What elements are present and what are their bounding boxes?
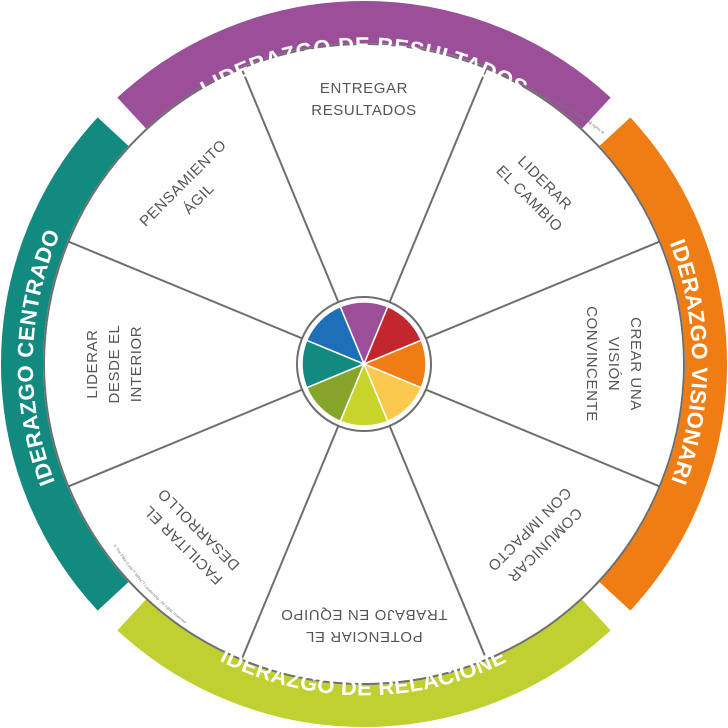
segment-label-line: LIDERAR: [84, 329, 101, 398]
ring-band-centrado: [0, 117, 129, 611]
ring-band-resultados: [117, 0, 611, 129]
segment-divider: [67, 240, 311, 343]
segment-dividers: [67, 67, 661, 661]
color-hub: [296, 296, 432, 432]
segment-divider: [385, 417, 488, 661]
segment-label-line: DESDE EL: [106, 325, 123, 404]
segment-liderar-interior: LIDERAR DESDE EL INTERIOR: [84, 325, 145, 404]
segment-divider: [417, 240, 661, 343]
ring-band-visionario: [599, 117, 728, 611]
segment-divider: [67, 385, 311, 488]
segment-label-line: CREAR UNA: [627, 317, 644, 411]
segment-crear-vision: CREAR UNA VISIÓN CONVINCENTE: [583, 306, 644, 422]
segment-label-line: RESULTADOS: [311, 102, 416, 119]
segment-divider: [385, 67, 488, 311]
segment-divider: [240, 417, 343, 661]
ring-band-relaciones: [117, 599, 611, 728]
segment-divider: [417, 385, 661, 488]
segment-label-line: TRABAJO EN EQUIPO: [281, 606, 448, 623]
segment-divider: [240, 67, 343, 311]
hub-slice-blue: [305, 305, 366, 366]
segment-label-line: CONVINCENTE: [583, 306, 600, 422]
segment-label-line: VISIÓN: [605, 337, 622, 391]
segment-label-line: INTERIOR: [128, 326, 145, 402]
segment-label-line: ENTREGAR: [320, 80, 408, 97]
segment-potenciar-equipo: POTENCIAR EL TRABAJO EN EQUIPO: [281, 606, 448, 645]
segment-label-line: POTENCIAR EL: [305, 628, 422, 645]
segment-entregar-resultados: ENTREGAR RESULTADOS: [311, 80, 416, 119]
